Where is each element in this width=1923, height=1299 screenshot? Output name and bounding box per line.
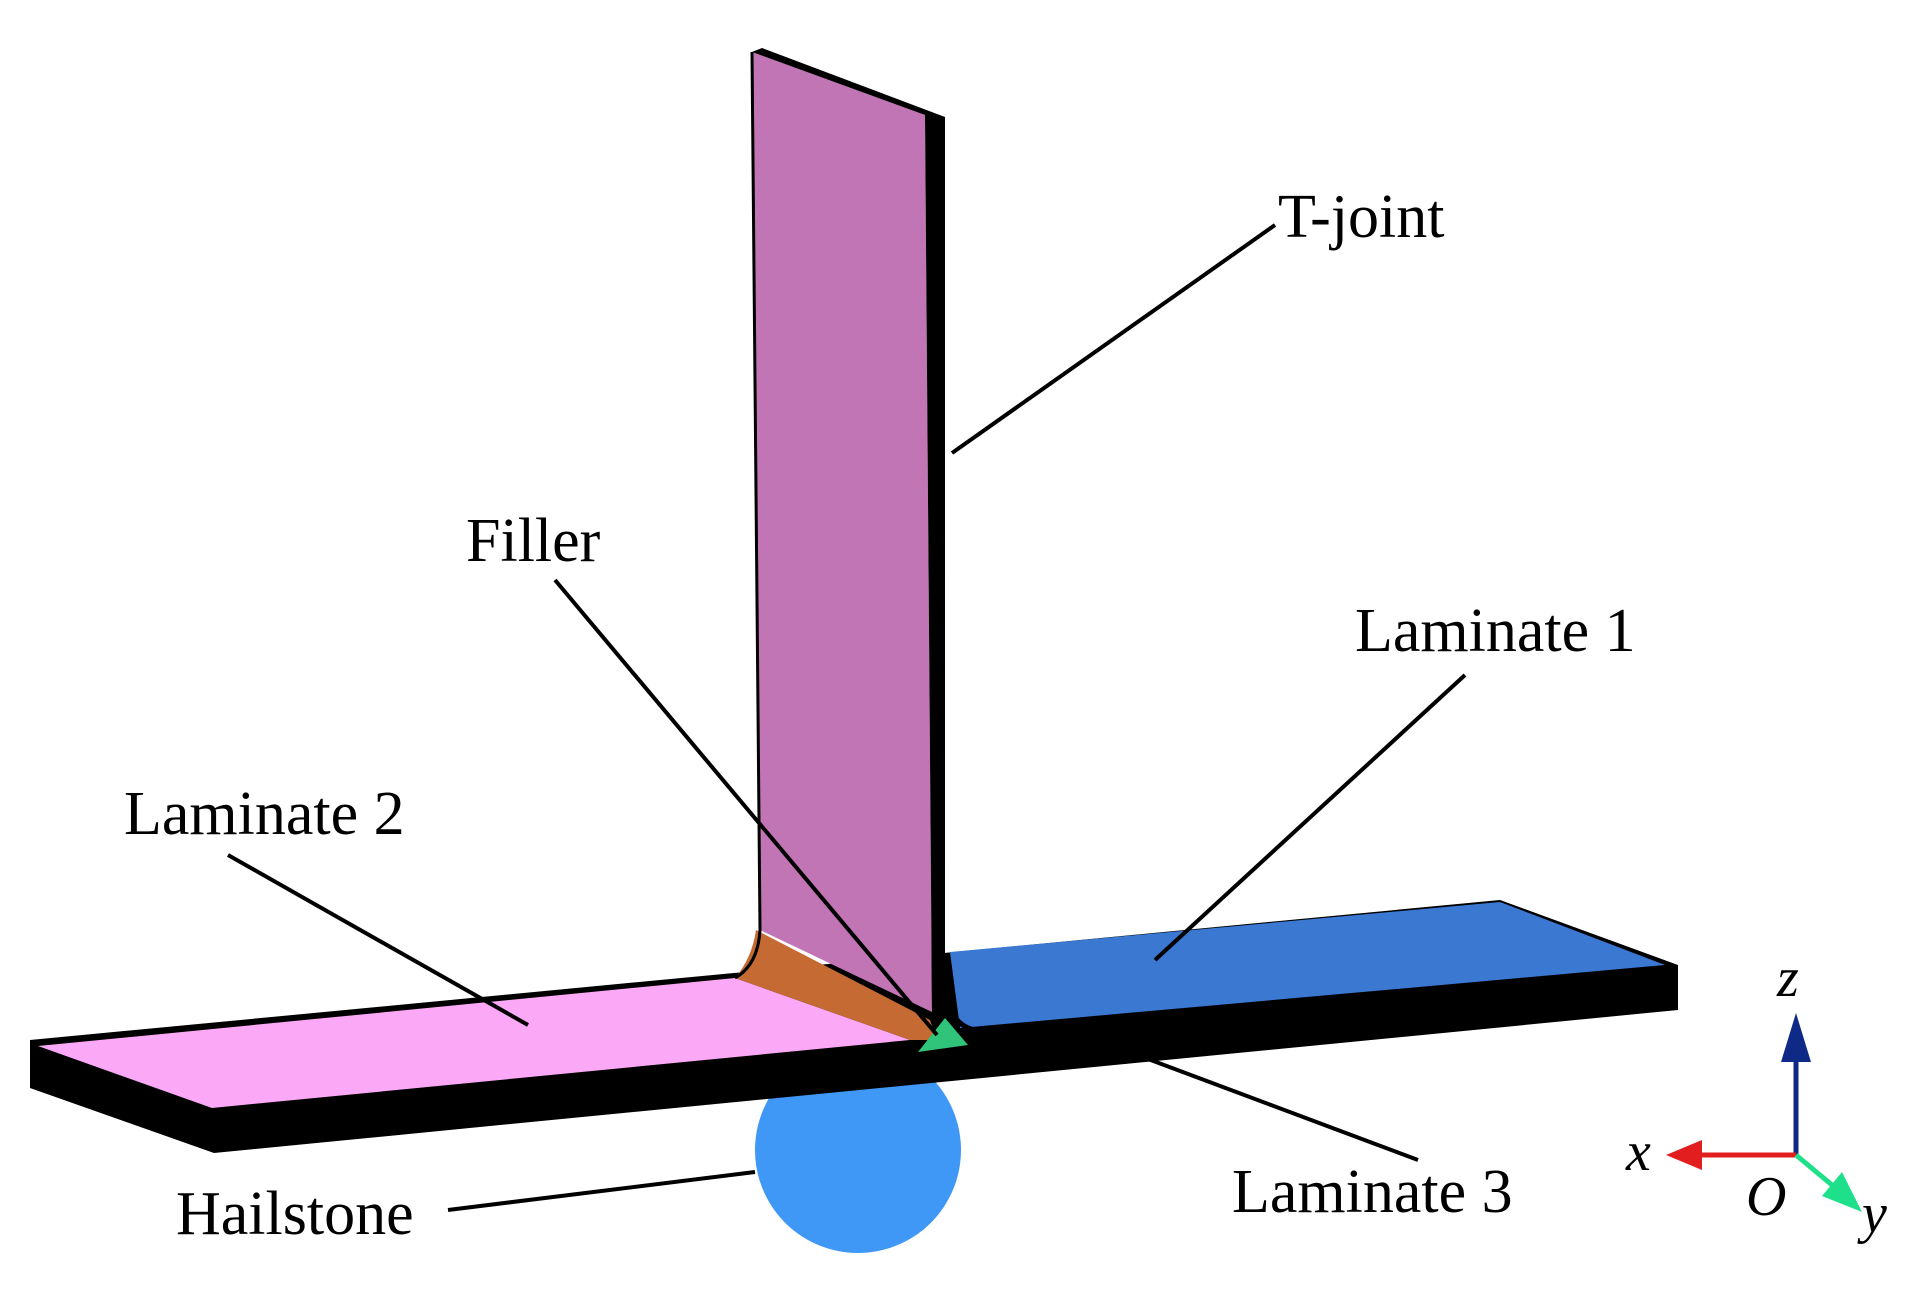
z-axis-arrow [1781, 1013, 1811, 1062]
label-laminate-1: Laminate 1 [1355, 597, 1636, 665]
label-filler: Filler [466, 507, 601, 575]
filler-region [918, 1018, 968, 1052]
axis-label-y: y [1857, 1183, 1887, 1245]
coordinate-axes: z x O y [1625, 947, 1887, 1245]
t-joint-web-edge [752, 48, 945, 1014]
t-joint-web-outline [734, 51, 762, 980]
leader-laminate-3 [1139, 1054, 1419, 1162]
right-fillet-edge [942, 989, 976, 1033]
leader-laminate-2 [227, 853, 529, 1027]
axis-label-x: x [1625, 1121, 1651, 1183]
laminate-2-surface [38, 978, 910, 1108]
label-hailstone: Hailstone [176, 1180, 414, 1248]
label-laminate-2: Laminate 2 [124, 780, 405, 848]
t-joint-web-face [752, 52, 932, 1012]
leader-t-joint [950, 223, 1277, 455]
x-axis-arrow [1666, 1140, 1702, 1170]
leader-hailstone [447, 1170, 756, 1212]
fillet-surface [735, 930, 940, 1040]
axis-label-origin: O [1746, 1166, 1786, 1228]
label-t-joint: T-joint [1278, 183, 1445, 251]
laminate-1-surface [950, 902, 1665, 1028]
leader-filler [553, 578, 939, 1037]
y-axis-arrow [1822, 1172, 1862, 1212]
leader-laminate-1 [1153, 673, 1467, 962]
hailstone-sphere [755, 1047, 961, 1253]
label-laminate-3: Laminate 3 [1232, 1158, 1513, 1226]
axis-label-z: z [1776, 947, 1799, 1009]
y-axis-line [1794, 1153, 1834, 1187]
